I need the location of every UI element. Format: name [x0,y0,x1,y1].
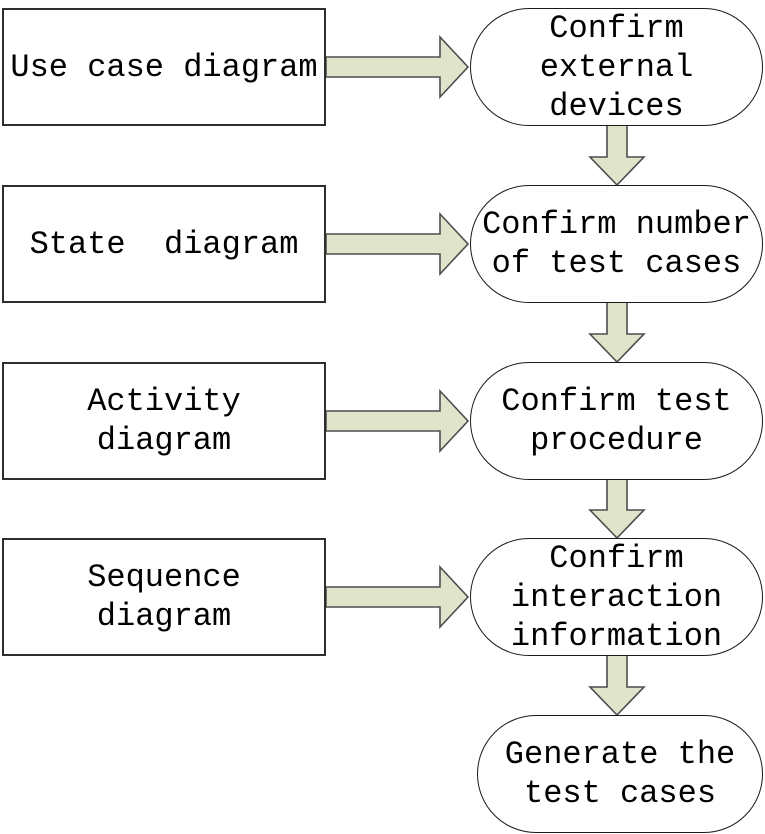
arrow-sequence-to-interaction-information [325,564,470,630]
rect-use-case-diagram: Use case diagram [2,8,326,126]
node-generate-the-test-cases: Generate the test cases [477,715,763,833]
rect-state-diagram-label: State diagram [29,225,299,263]
node-confirm-test-procedure-label: Confirm test procedure [501,383,732,459]
arrow-state-to-number-of-test-cases [325,211,470,277]
node-confirm-test-procedure: Confirm test procedure [470,362,763,480]
arrow-activity-to-test-procedure [325,388,470,454]
arrow-external-devices-down [588,123,646,187]
rect-activity-diagram-label: Activity diagram [87,383,241,459]
node-generate-the-test-cases-label: Generate the test cases [504,736,736,812]
node-confirm-interaction-information: Confirm interaction information [470,538,763,656]
node-confirm-external-devices-label: Confirm external devices [539,9,694,125]
node-confirm-interaction-information-label: Confirm interaction information [510,539,723,655]
rect-state-diagram: State diagram [2,185,326,303]
arrow-number-of-test-cases-down [588,300,646,364]
rect-sequence-diagram: Sequence diagram [2,538,326,656]
rect-use-case-diagram-label: Use case diagram [10,48,318,86]
rect-sequence-diagram-label: Sequence diagram [87,559,241,635]
node-confirm-number-of-test-cases: Confirm number of test cases [470,185,763,303]
arrow-interaction-information-down [588,653,646,717]
arrow-test-procedure-down [588,477,646,540]
arrow-use-case-to-external-devices [325,34,470,100]
node-confirm-external-devices: Confirm external devices [470,8,763,126]
rect-activity-diagram: Activity diagram [2,362,326,480]
node-confirm-number-of-test-cases-label: Confirm number of test cases [482,206,751,282]
